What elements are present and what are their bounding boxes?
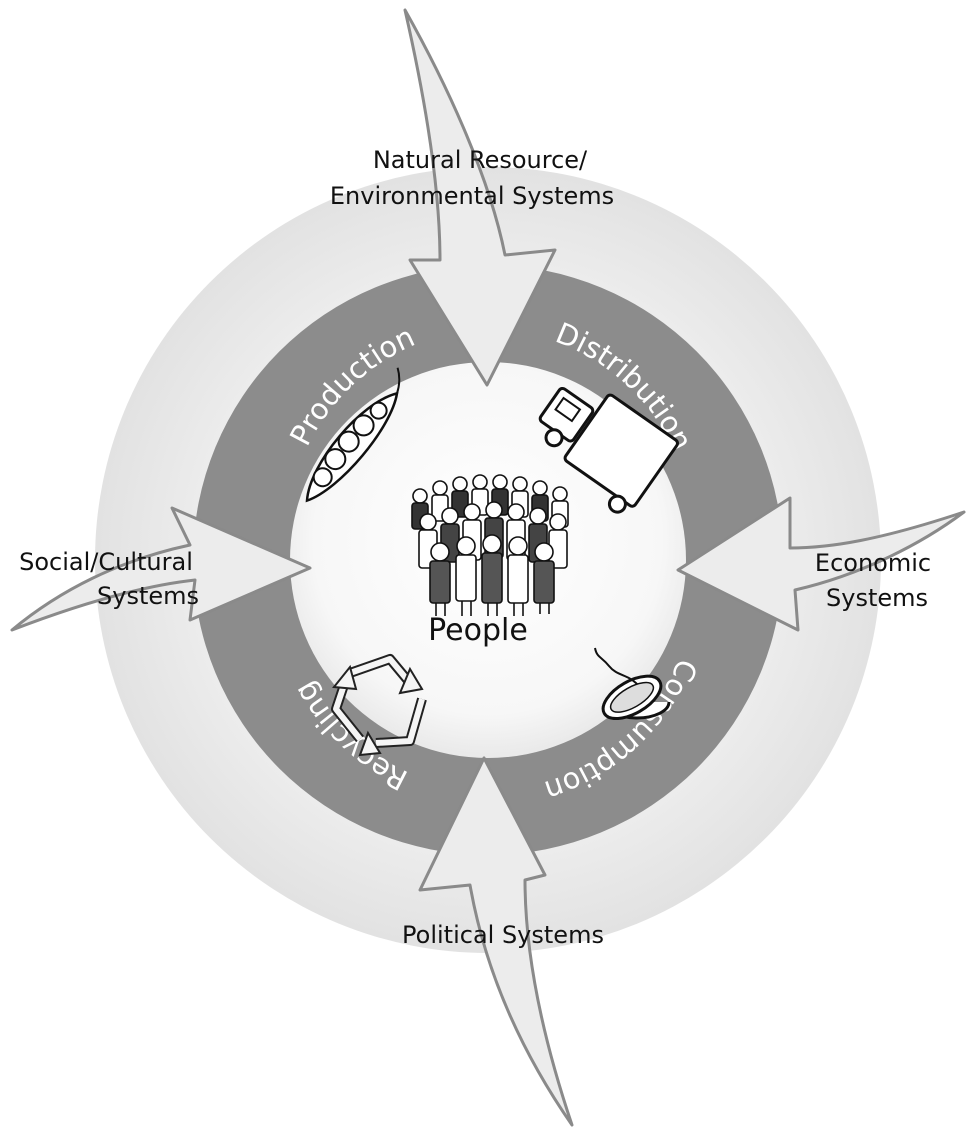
label-political: Political Systems xyxy=(402,921,604,949)
arrow-economic xyxy=(676,496,966,632)
label-social-cultural-line2: Systems xyxy=(97,582,199,610)
label-natural-resource-line2: Environmental Systems xyxy=(330,182,614,210)
arrow-social-cultural xyxy=(10,506,312,632)
label-economic-line1: Economic xyxy=(815,549,931,577)
center-label-people: People xyxy=(428,613,528,648)
pea-pod-icon xyxy=(305,367,401,503)
label-natural-resource-line1: Natural Resource/ xyxy=(373,146,588,174)
recycle-icon xyxy=(331,654,427,757)
label-economic-line2: Systems xyxy=(826,584,928,612)
truck-icon xyxy=(538,386,679,514)
people-crowd-icon xyxy=(411,474,569,616)
label-social-cultural-line1: Social/Cultural xyxy=(19,548,193,576)
food-bowl-icon xyxy=(594,647,671,721)
arrow-political xyxy=(418,756,574,1127)
arrow-natural-resource xyxy=(403,8,557,387)
